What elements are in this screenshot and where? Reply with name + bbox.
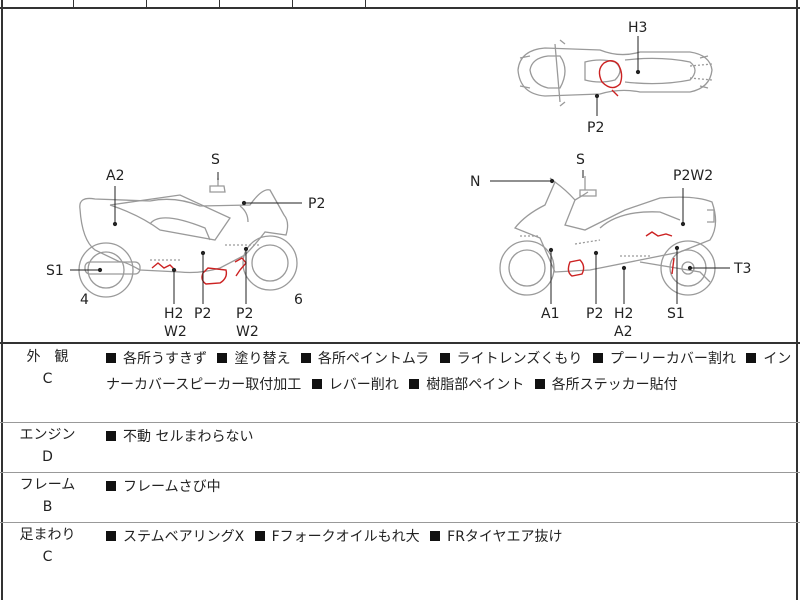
item: 塗り替え: [234, 351, 291, 367]
bullet-square-icon: [106, 431, 116, 441]
scooter-right-view: [499, 176, 717, 296]
label-a1: A1: [541, 306, 559, 322]
damage-mark: [567, 231, 675, 277]
section-items: 各所うすきず 塗り替え 各所ペイントムラ ライトレンズくもり プーリーカバー割れ…: [106, 346, 796, 398]
condition-diagram: H3 P2 S A2 P2 S1 4 H2 W2 P2 P2 W2 6: [0, 9, 800, 342]
bullet-square-icon: [254, 531, 265, 541]
header-cell: [0, 0, 74, 7]
header-table-strip: [0, 0, 800, 8]
bullet-square-icon: [106, 481, 116, 491]
section-items: ステムベアリングX Fフォークオイルもれ大 FRタイヤエア抜け: [106, 524, 796, 550]
category-name: エンジン: [19, 427, 76, 443]
divider: [0, 342, 800, 344]
category-grade: C: [42, 371, 53, 387]
label-p2w2: P2W2: [673, 168, 713, 184]
label-p2-lower: P2: [194, 306, 211, 322]
bullet-square-icon: [217, 353, 228, 363]
label-p2: P2: [308, 196, 325, 212]
divider: [0, 7, 800, 9]
item: プーリーカバー割れ: [609, 351, 736, 367]
bullet-square-icon: [430, 531, 441, 541]
label-p2-top: P2: [587, 120, 604, 136]
section-exterior: 外 観 C 各所うすきず 塗り替え 各所ペイントムラ ライトレンズくもり プーリ…: [0, 346, 800, 422]
bullet-square-icon: [106, 531, 116, 541]
item: 樹脂部ペイント: [426, 377, 525, 393]
bullet-square-icon: [300, 353, 311, 363]
header-cell: [220, 0, 293, 7]
bullet-square-icon: [746, 353, 757, 363]
label-h2: H2: [164, 306, 183, 322]
label-p2-right: P2: [586, 306, 603, 322]
bullet-square-icon: [409, 379, 420, 389]
bullet-square-icon: [534, 379, 545, 389]
item: レバー削れ: [328, 377, 399, 393]
label-s: S: [211, 152, 220, 168]
label-h2-right: H2: [614, 306, 633, 322]
header-cell: [74, 0, 147, 7]
item: 各所ペイントムラ: [317, 351, 430, 367]
category-name: フレーム: [19, 477, 76, 493]
label-t3: T3: [733, 261, 751, 277]
category-name: 足まわり: [19, 527, 76, 543]
label-s1-right: S1: [667, 306, 685, 322]
label-w2-front: W2: [236, 324, 259, 340]
item: 不動 セルまわらない: [123, 429, 254, 445]
item: Fフォークオイルもれ大: [271, 529, 420, 545]
label-a2: A2: [106, 168, 124, 184]
category-grade: D: [42, 449, 53, 465]
label-6: 6: [294, 292, 303, 308]
label-p2-front: P2: [236, 306, 253, 322]
bullet-square-icon: [592, 353, 603, 363]
category-grade: B: [42, 499, 53, 515]
label-w2: W2: [164, 324, 187, 340]
item: 各所ステッカー貼付: [551, 377, 678, 393]
divider: [0, 522, 800, 523]
scooter-left-view: [78, 178, 298, 298]
damage-mark: [598, 60, 623, 97]
item: ライトレンズくもり: [456, 351, 583, 367]
bullet-square-icon: [311, 379, 322, 389]
scooter-top-view: [517, 39, 713, 107]
item: フレームさび中: [123, 479, 221, 495]
item: ステムベアリングX: [123, 529, 245, 545]
section-category: 足まわり C: [0, 524, 95, 568]
section-suspension: 足まわり C ステムベアリングX Fフォークオイルもれ大 FRタイヤエア抜け: [0, 524, 800, 600]
item: インナーカバースピーカー取付加工: [106, 351, 792, 393]
label-n: N: [470, 174, 480, 190]
section-category: フレーム B: [0, 474, 95, 518]
section-items: 不動 セルまわらない: [106, 424, 796, 450]
section-engine: エンジン D 不動 セルまわらない: [0, 424, 800, 472]
divider: [0, 472, 800, 473]
label-4: 4: [80, 292, 89, 308]
label-s-right: S: [576, 152, 585, 168]
section-category: 外 観 C: [0, 346, 95, 390]
bullet-square-icon: [106, 353, 116, 363]
bullet-square-icon: [439, 353, 450, 363]
label-h3: H3: [628, 20, 647, 36]
divider: [0, 422, 800, 423]
item: 各所うすきず: [123, 351, 207, 367]
header-cell: [293, 0, 366, 7]
category-name: 外 観: [26, 349, 69, 365]
label-s1: S1: [46, 263, 64, 279]
section-items: フレームさび中: [106, 474, 796, 500]
section-category: エンジン D: [0, 424, 95, 468]
item: FRタイヤエア抜け: [447, 529, 563, 545]
label-a2-right: A2: [614, 324, 632, 340]
section-frame: フレーム B フレームさび中: [0, 474, 800, 522]
header-cell: [147, 0, 220, 7]
category-grade: C: [42, 549, 53, 565]
